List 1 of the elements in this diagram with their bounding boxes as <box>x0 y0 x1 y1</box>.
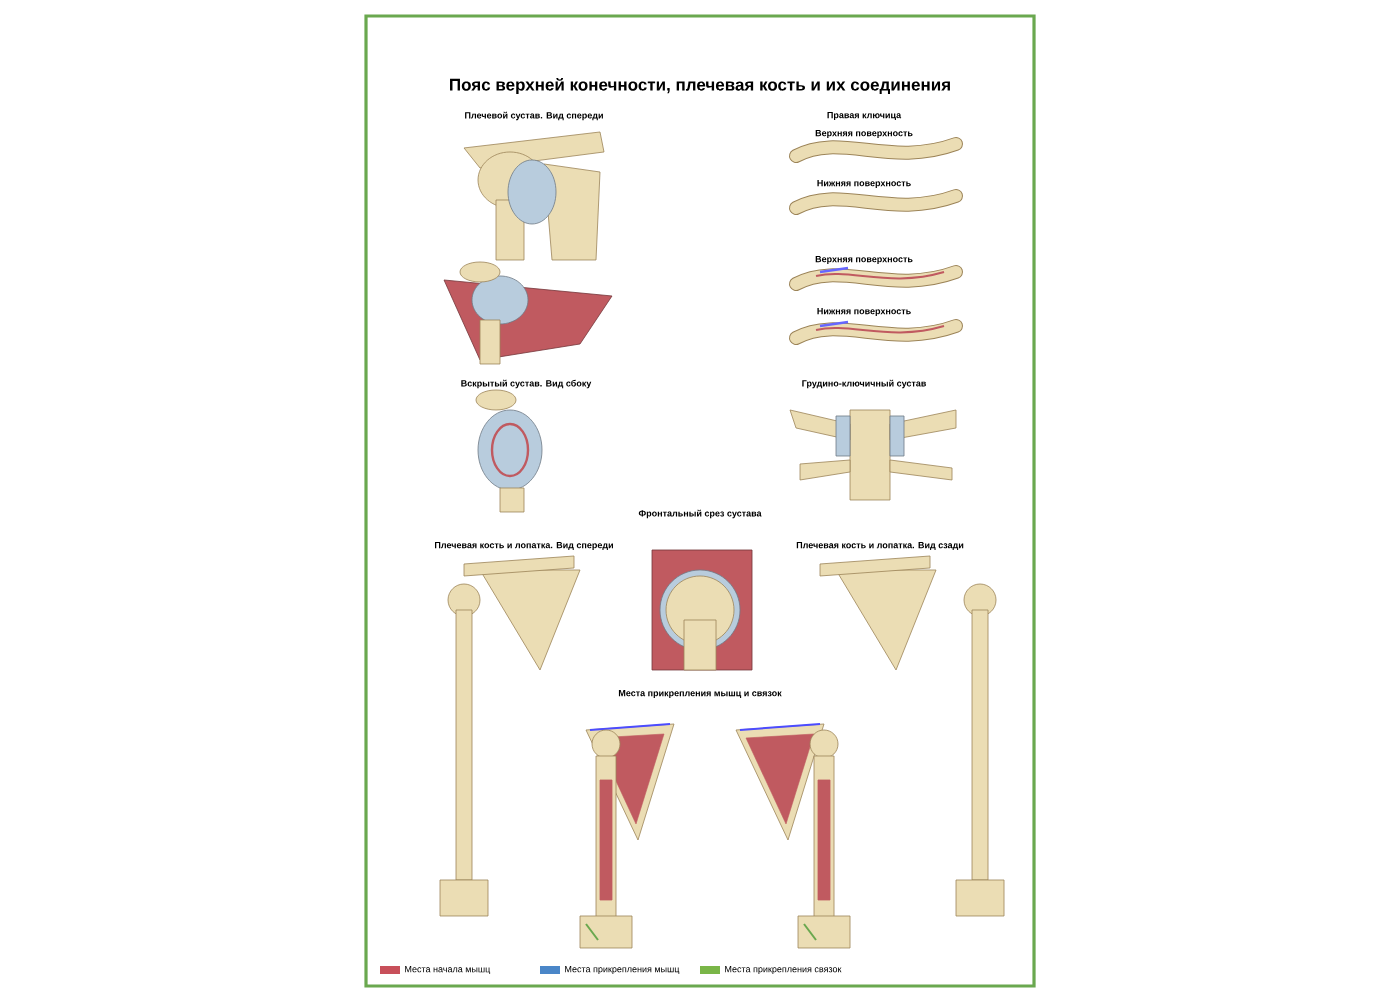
title: Пояс верхней конечности, плечевая кость и их соединения <box>450 77 950 95</box>
